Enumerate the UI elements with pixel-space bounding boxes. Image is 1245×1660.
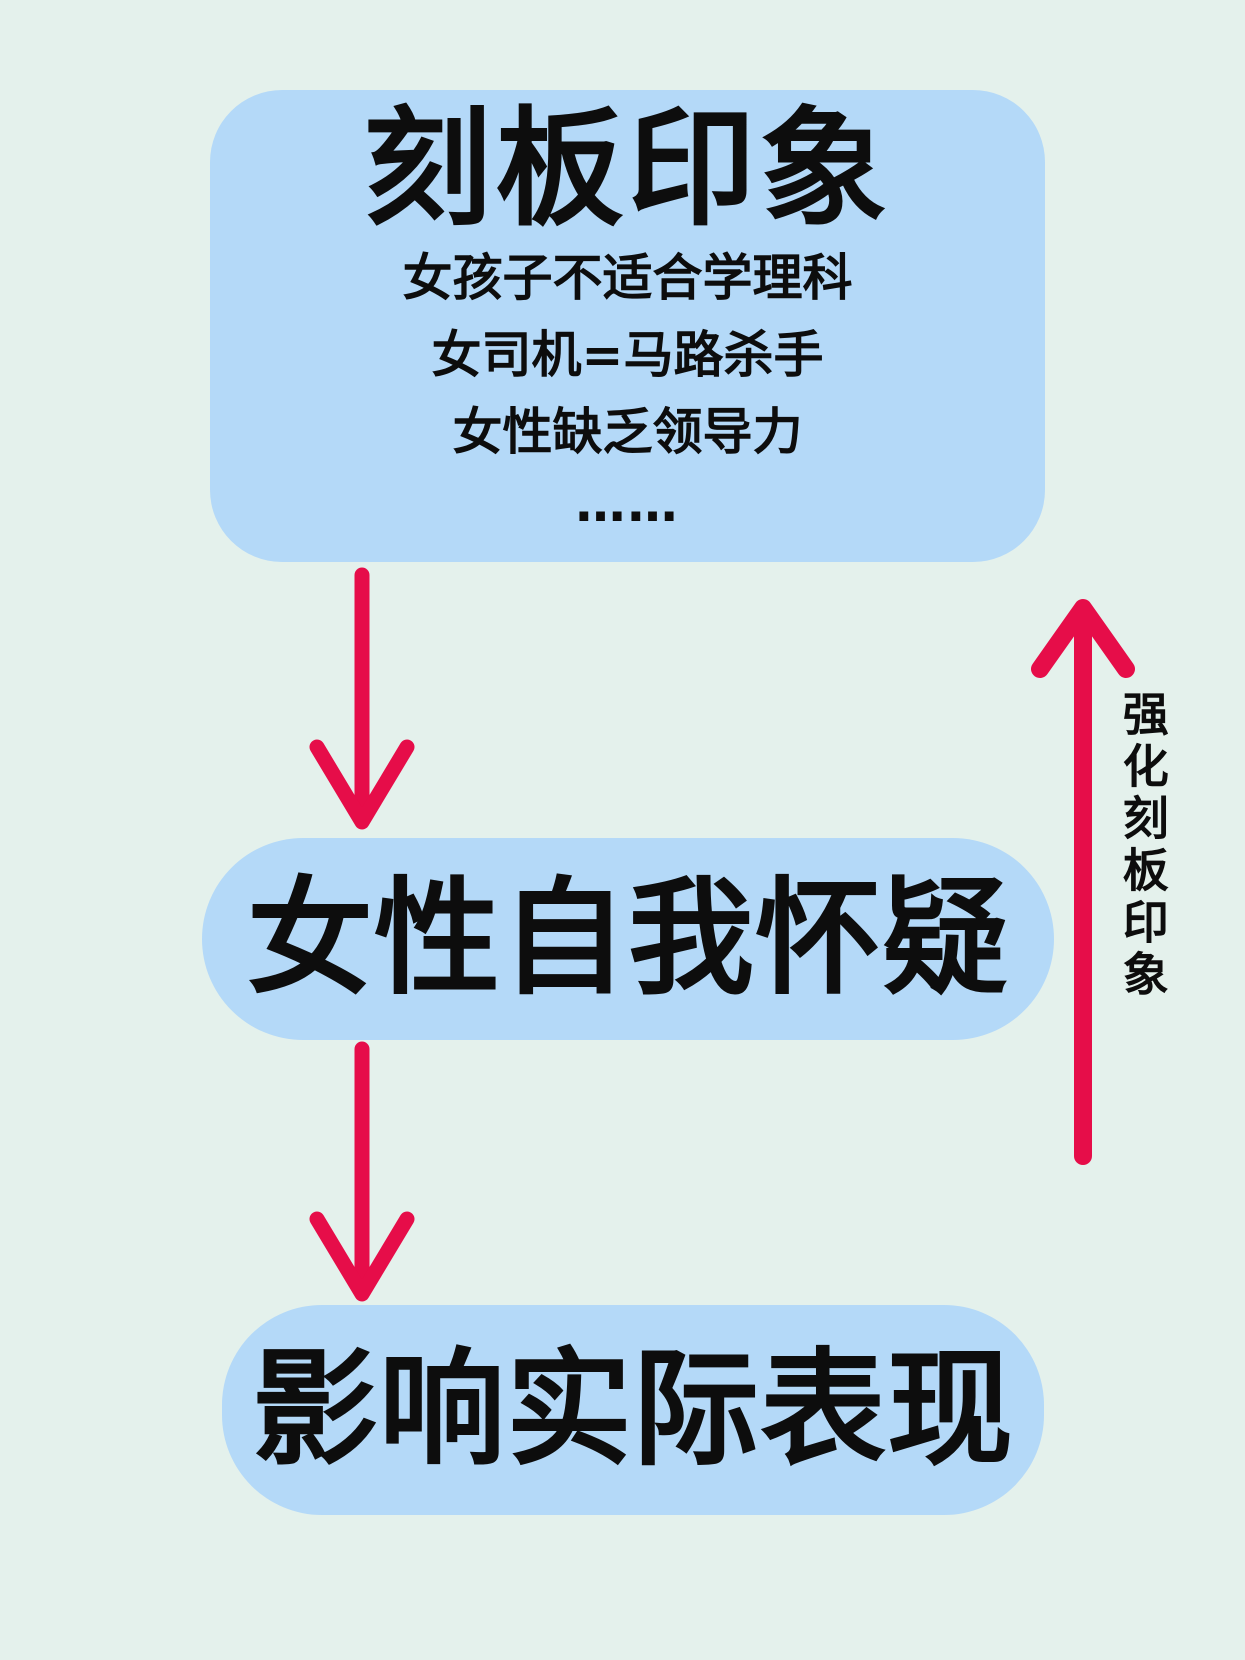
stereotype-ellipsis: …… xyxy=(575,474,680,533)
stereotype-example-2: 女司机=马路杀手 xyxy=(431,325,824,384)
stereotype-example-3: 女性缺乏领导力 xyxy=(452,402,803,461)
stereotype-box: 刻板印象 女孩子不适合学理科 女司机=马路杀手 女性缺乏领导力 …… xyxy=(210,90,1045,562)
down-arrow-icon-2 xyxy=(309,1041,415,1302)
self-doubt-box: 女性自我怀疑 xyxy=(202,838,1054,1040)
stereotype-title: 刻板印象 xyxy=(363,95,892,244)
down-arrow-icon-1 xyxy=(309,567,415,830)
performance-label: 影响实际表现 xyxy=(252,1336,1014,1483)
feedback-loop-label: 强化刻板印象 xyxy=(1115,690,1170,1002)
self-doubt-label: 女性自我怀疑 xyxy=(247,865,1009,1012)
stereotype-example-1: 女孩子不适合学理科 xyxy=(402,248,853,307)
performance-box: 影响实际表现 xyxy=(222,1305,1044,1515)
